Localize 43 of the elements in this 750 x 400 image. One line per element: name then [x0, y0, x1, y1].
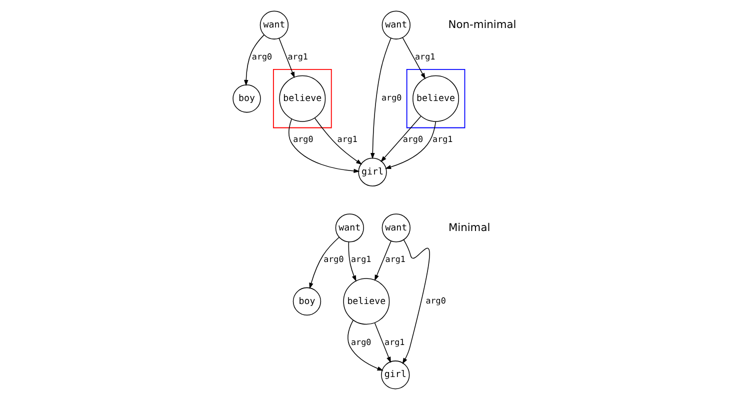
cluster — [272, 68, 332, 128]
edge-label: arg0 — [426, 296, 446, 306]
node-circle: girl — [381, 360, 410, 390]
node-circle: believe — [412, 75, 460, 122]
node-circle: want — [335, 214, 364, 242]
edge-label: arg0 — [252, 51, 272, 62]
edge-label: arg0 — [381, 92, 402, 103]
arrow — [288, 118, 360, 174]
arrow — [309, 236, 340, 290]
arrow — [380, 116, 422, 162]
arrow — [314, 118, 362, 165]
arrow — [278, 38, 295, 78]
node-circle: believe — [279, 75, 326, 122]
edge-label: arg1 — [288, 51, 308, 62]
edge-label: arg0 — [402, 134, 424, 144]
arrow — [348, 320, 384, 371]
arrow — [348, 241, 356, 282]
arrow — [384, 121, 436, 170]
edge-label: arg1 — [415, 51, 436, 62]
node-circle: want — [382, 10, 410, 40]
arrow — [374, 240, 392, 281]
node-circle: girl — [358, 158, 387, 186]
node-circle: boy — [292, 287, 322, 316]
edge-label: arg0 — [293, 134, 314, 144]
edge-label: arg1 — [337, 134, 358, 144]
edge-label: arg0 — [351, 336, 372, 347]
label: Minimal — [448, 220, 490, 234]
edge-label: arg1 — [432, 134, 453, 144]
label: Non-minimal — [448, 18, 516, 31]
edge-label: arg1 — [351, 254, 372, 264]
arrow — [244, 34, 265, 86]
edge-label: arg1 — [385, 254, 406, 264]
node-circle: want — [260, 10, 289, 40]
node-circle: boy — [232, 84, 261, 113]
arrow — [402, 239, 430, 364]
node-circle: want — [382, 214, 410, 242]
edge-label: arg0 — [324, 254, 344, 264]
arrow — [402, 37, 426, 80]
arrow — [374, 322, 391, 363]
node-circle: believe — [343, 278, 390, 325]
arrow — [370, 38, 392, 160]
edge-label: arg1 — [384, 336, 405, 347]
cluster — [406, 68, 466, 128]
